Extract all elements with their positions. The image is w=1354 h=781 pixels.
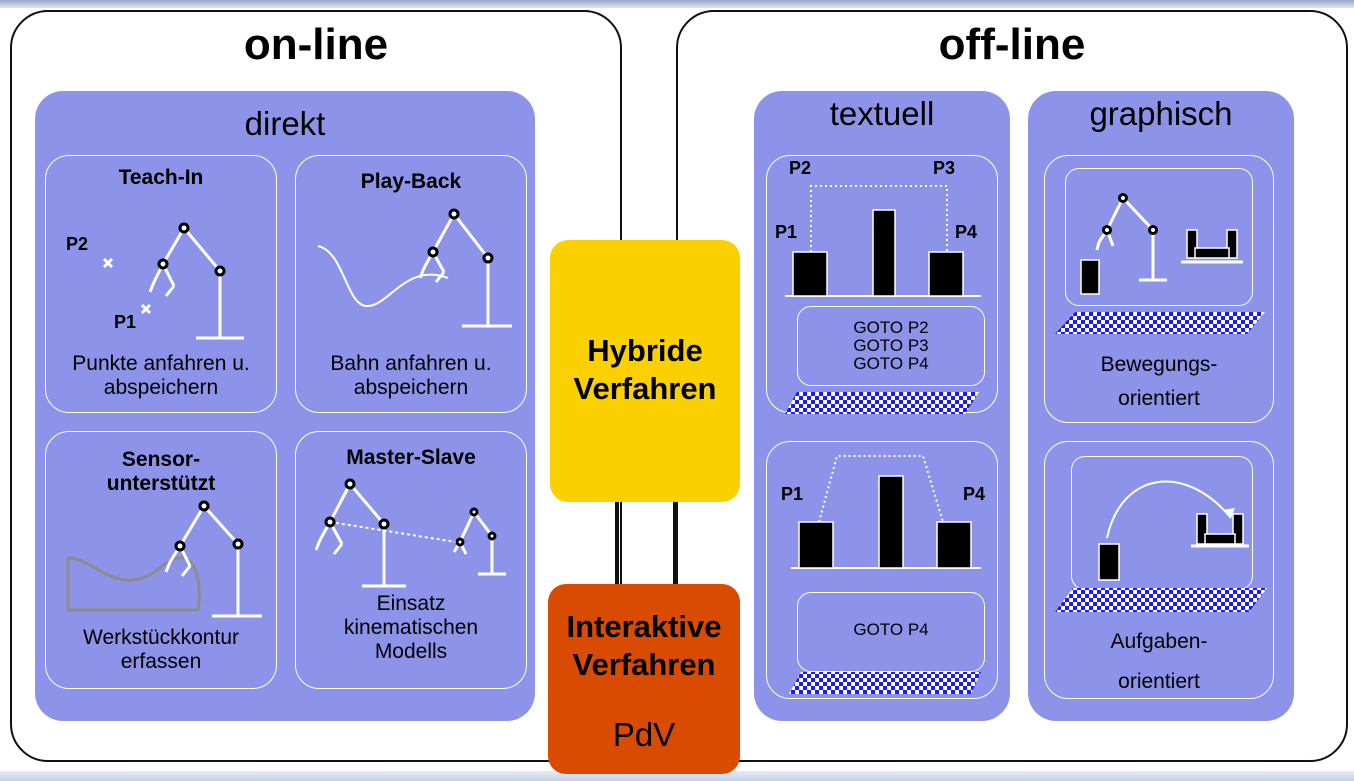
textuell-top-code: GOTO P2 GOTO P3 GOTO P4 <box>853 318 929 373</box>
hybrid-methods-label: Hybride Verfahren <box>573 333 717 406</box>
sensor-text: Werkstückkontur erfassen <box>83 626 239 673</box>
teach-in-robot-figure <box>102 222 244 340</box>
textuell-bottom-p1: P1 <box>781 484 804 504</box>
graphisch-bottom-scene <box>1055 480 1267 612</box>
textuell-top-screen: GOTO P2 GOTO P3 GOTO P4 <box>797 306 985 386</box>
master-slave-text: Einsatz kinematischen Modells <box>343 592 479 663</box>
sensor-robot-figure <box>66 500 262 618</box>
play-back-text: Bahn anfahren u. abspeichern <box>330 352 492 399</box>
graphisch-top-text: Bewegungs- orientiert <box>1100 353 1218 410</box>
textuell-top-p4: P4 <box>955 222 978 242</box>
graphisch-bottom-text: Aufgaben- orientiert <box>1110 630 1208 693</box>
connector-line-right <box>673 502 677 584</box>
interactive-methods-label: Interaktive Verfahren <box>566 609 722 682</box>
master-slave-title: Master-Slave <box>346 446 476 469</box>
bottom-decor-bar <box>0 771 1354 781</box>
textuell-top-card: P2 P3 P1 P4 GOTO P2 GOTO P3 GOTO P4 <box>766 155 998 414</box>
graphisch-panel: graphisch Bewegungs- <box>1028 91 1294 721</box>
teach-in-p2-label: P2 <box>66 234 89 254</box>
interactive-methods-box: Interaktive Verfahren PdV <box>548 584 740 774</box>
play-back-robot-figure <box>317 208 512 328</box>
graphisch-top-card: Bewegungs- orientiert <box>1044 155 1274 423</box>
online-title: on-line <box>243 20 389 69</box>
textuell-bottom-p4: P4 <box>963 484 986 504</box>
connector-line-left <box>615 502 619 584</box>
textuell-bottom-screen: GOTO P4 <box>797 592 985 672</box>
graphisch-top-screen <box>1065 168 1253 306</box>
play-back-title: Play-Back <box>360 170 462 193</box>
master-slave-robot-figure <box>314 478 506 588</box>
offline-title: off-line <box>938 20 1086 69</box>
direkt-panel: direkt Teach-In P2 P1 Punkte anfa <box>35 91 535 721</box>
graphisch-top-scene <box>1055 193 1265 334</box>
textuell-top-p2: P2 <box>789 158 812 178</box>
textuell-top-chart <box>785 185 981 414</box>
master-slave-card: Master-Slave <box>295 431 527 689</box>
textuell-bottom-card: P1 P4 GOTO P4 <box>766 441 998 699</box>
teach-in-p1-label: P1 <box>114 312 137 332</box>
teach-in-text: Punkte anfahren u. abspeichern <box>72 352 250 399</box>
textuell-top-p1: P1 <box>775 222 798 242</box>
sensor-card: Sensor- unterstützt Werkstückkontur erfa… <box>45 431 277 689</box>
graphisch-bottom-card: Aufgaben- orientiert <box>1044 441 1274 699</box>
top-decor-bar <box>0 0 1354 8</box>
teach-in-title: Teach-In <box>118 166 204 189</box>
direkt-title: direkt <box>244 105 326 142</box>
hybrid-methods-box: Hybride Verfahren <box>550 240 740 502</box>
play-back-card: Play-Back Bahn anfahren u. abspeichern <box>295 155 527 413</box>
textuell-top-p3: P3 <box>933 158 956 178</box>
sensor-title: Sensor- unterstützt <box>106 448 216 495</box>
pdv-label: PdV <box>612 716 676 753</box>
textuell-bottom-chart <box>789 455 981 694</box>
textuell-panel: textuell P2 P3 P1 P4 GOTO P2 GOTO P3 GOT… <box>754 91 1010 721</box>
graphisch-title: graphisch <box>1089 95 1233 132</box>
teach-in-card: Teach-In P2 P1 Punkte anfahren u. absp <box>45 155 277 413</box>
textuell-title: textuell <box>829 95 935 132</box>
textuell-bottom-code: GOTO P4 <box>853 620 929 639</box>
